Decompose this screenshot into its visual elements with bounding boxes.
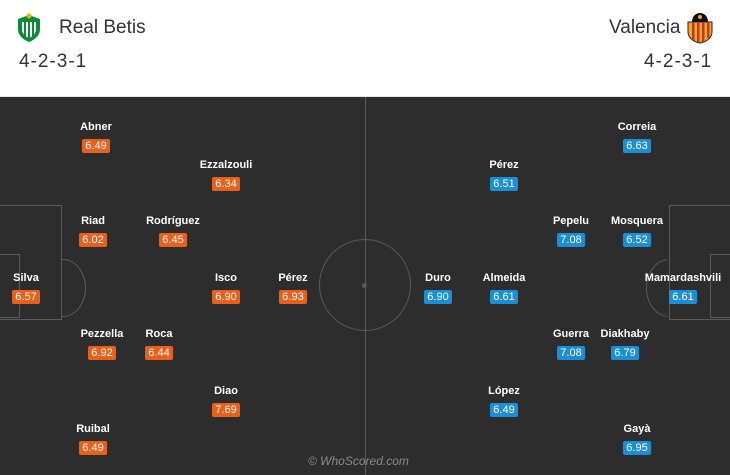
header-divider [0,96,730,97]
valencia-crest-icon [687,13,713,44]
player-rating: 7.69 [212,403,240,417]
player-name: Isco [214,272,237,284]
player-rating: 6.79 [611,346,639,360]
pitch: Abner 6.49 Ezzalzouli 6.34 Riad 6.02 Rod… [0,97,730,475]
away-player[interactable]: López 6.49 [459,385,549,418]
away-player[interactable]: Diakhaby 6.79 [580,328,670,361]
player-name: Pérez [278,272,308,284]
player-name: Guerra [552,328,590,340]
player-rating: 6.61 [490,290,518,304]
away-player[interactable]: Almeida 6.61 [459,272,549,305]
player-name: Pezzella [80,328,124,340]
player-rating: 6.49 [490,403,518,417]
player-name: Diakhaby [600,328,650,340]
player-rating: 6.45 [159,233,187,247]
home-player[interactable]: Silva 6.57 [0,272,71,305]
player-rating: 7.08 [557,346,585,360]
player-name: Pepelu [552,215,590,227]
away-player[interactable]: Gayà 6.95 [592,423,682,456]
player-rating: 6.93 [279,290,307,304]
center-circle [319,239,411,331]
away-player[interactable]: Pérez 6.51 [459,159,549,192]
player-name: López [488,385,520,397]
player-rating: 6.02 [79,233,107,247]
home-player[interactable]: Abner 6.49 [51,121,141,154]
home-player[interactable]: Ezzalzouli 6.34 [181,159,271,192]
player-name: Gayà [623,423,651,435]
real-betis-crest-icon [18,13,40,42]
home-formation: 4-2-3-1 [19,51,88,72]
away-player[interactable]: Pepelu 7.08 [526,215,616,248]
player-name: Ruibal [76,423,110,435]
player-rating: 6.34 [212,177,240,191]
home-player[interactable]: Roca 6.44 [114,328,204,361]
player-name: Mamardashvili [644,272,722,284]
player-rating: 6.44 [145,346,173,360]
away-player[interactable]: Mamardashvili 6.61 [638,272,728,305]
match-header: Real Betis 4-2-3-1 Valencia 4-2-3-1 [0,0,730,97]
home-player[interactable]: Diao 7.69 [181,385,271,418]
player-name: Ezzalzouli [199,159,253,171]
whoscored-watermark: © WhoScored.com [308,454,409,468]
player-name: Almeida [482,272,526,284]
left-goal-box [0,254,20,318]
away-player[interactable]: Mosquera 6.52 [592,215,682,248]
player-rating: 6.57 [12,290,40,304]
away-player[interactable]: Correia 6.63 [592,121,682,154]
player-name: Correia [617,121,657,133]
away-team-name[interactable]: Valencia [609,17,681,38]
right-penalty-box [669,205,730,320]
away-player[interactable]: Duro 6.90 [393,272,483,305]
home-player[interactable]: Riad 6.02 [48,215,138,248]
home-player[interactable]: Isco 6.90 [181,272,271,305]
player-rating: 6.90 [212,290,240,304]
player-rating: 6.90 [424,290,452,304]
player-name: Pérez [489,159,519,171]
player-rating: 6.51 [490,177,518,191]
player-name: Roca [145,328,173,340]
home-team-name[interactable]: Real Betis [59,17,146,38]
player-rating: 7.08 [557,233,585,247]
player-rating: 6.52 [623,233,651,247]
player-rating: 6.49 [79,441,107,455]
player-name: Abner [80,121,112,133]
home-player[interactable]: Ruibal 6.49 [48,423,138,456]
player-rating: 6.49 [82,139,110,153]
player-rating: 6.63 [623,139,651,153]
center-spot [362,283,367,288]
player-name: Diao [214,385,238,397]
right-goal-box [710,254,730,318]
player-name: Silva [13,272,39,284]
home-player[interactable]: Rodríguez 6.45 [128,215,218,248]
home-player[interactable]: Pérez 6.93 [248,272,338,305]
player-name: Mosquera [611,215,663,227]
away-player[interactable]: Guerra 7.08 [526,328,616,361]
home-player[interactable]: Pezzella 6.92 [57,328,147,361]
player-rating: 6.95 [623,441,651,455]
player-name: Duro [425,272,451,284]
away-formation: 4-2-3-1 [644,51,713,72]
player-rating: 6.92 [88,346,116,360]
player-name: Riad [81,215,105,227]
player-rating: 6.61 [669,290,697,304]
player-name: Rodríguez [146,215,200,227]
